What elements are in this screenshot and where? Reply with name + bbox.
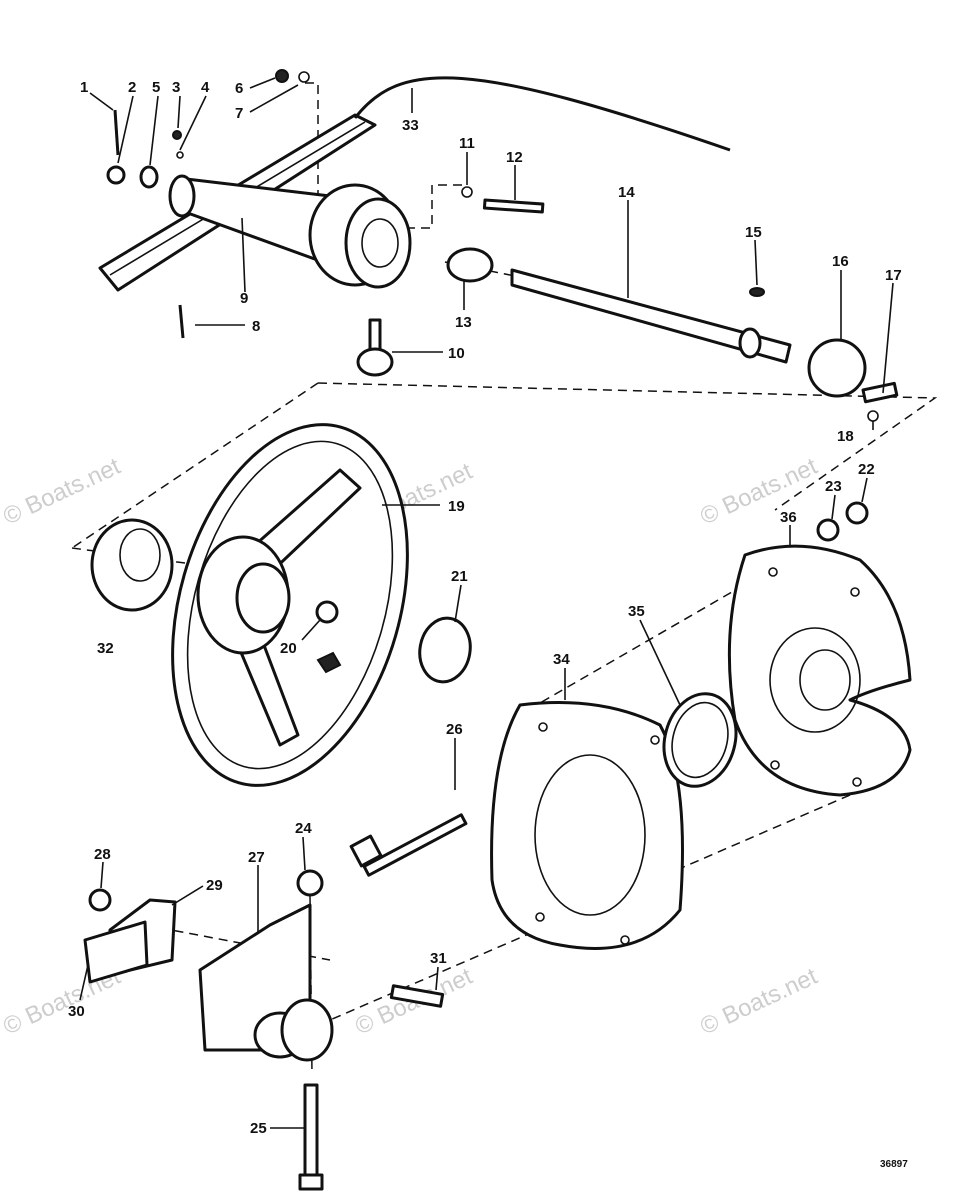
callout-33: 33 [402,117,419,134]
nut-28 [88,888,112,912]
callout-11: 11 [459,135,475,152]
lower-bracket [83,869,445,1191]
callout-26: 26 [446,721,463,738]
callout-8: 8 [252,318,260,335]
callout-31: 31 [430,950,447,967]
callout-18: 18 [837,428,854,445]
nut-22 [845,501,869,525]
callout-32: 32 [97,640,114,657]
hub-cap [418,616,472,684]
washer-23 [816,518,840,542]
callout-labels: 1 2 3 4 5 6 7 8 9 10 11 12 13 14 15 16 1… [68,79,902,1137]
callout-24: 24 [295,820,312,837]
watermark-6: © Boats.net [696,963,822,1041]
housing [727,544,912,797]
callout-6: 6 [235,80,243,97]
callout-9: 9 [240,290,248,307]
callout-30: 30 [68,1003,85,1020]
callout-34: 34 [553,651,570,668]
callout-7: 7 [235,105,243,122]
callout-4: 4 [201,79,210,96]
spacer [90,518,174,612]
callout-5: 5 [152,79,160,96]
nut-24 [296,869,324,897]
callout-28: 28 [94,846,111,863]
callout-22: 22 [858,461,875,478]
figure-number: 36897 [880,1159,908,1170]
callout-12: 12 [506,149,523,166]
callout-19: 19 [448,498,465,515]
callout-16: 16 [832,253,849,270]
watermark-3: © Boats.net [696,453,822,531]
callout-21: 21 [451,568,468,585]
callout-27: 27 [248,849,265,866]
callout-1: 1 [80,79,88,96]
nut-20 [315,600,339,624]
mounting-plate [490,701,684,950]
callout-23: 23 [825,478,842,495]
callout-25: 25 [250,1120,267,1137]
callout-15: 15 [745,224,762,241]
callout-20: 20 [280,640,297,657]
steering-column-assembly [98,76,731,292]
long-bolt [349,813,468,877]
leader-lines [79,77,894,1129]
callout-13: 13 [455,314,472,331]
callout-14: 14 [618,184,635,201]
watermark-1: © Boats.net [0,453,125,531]
callout-29: 29 [206,877,223,894]
callout-17: 17 [885,267,902,284]
bolt-25 [303,1083,319,1182]
callout-2: 2 [128,79,136,96]
steering-shaft [510,268,792,364]
pinion-gear [356,347,394,377]
callout-3: 3 [172,79,180,96]
upper-hardware [106,69,899,422]
callout-35: 35 [628,603,645,620]
steering-wheel [171,423,409,787]
callout-36: 36 [780,509,797,526]
pad-30 [83,920,149,984]
callout-10: 10 [448,345,465,362]
bolt-31 [389,984,445,1008]
